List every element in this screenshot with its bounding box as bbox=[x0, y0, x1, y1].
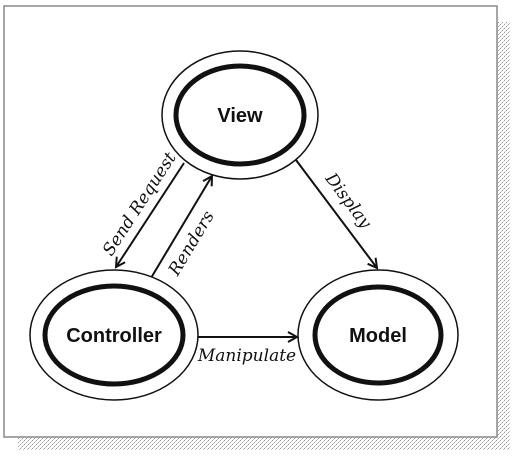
node-controller-inner-ring bbox=[42, 283, 186, 387]
node-view-inner-ring bbox=[173, 63, 307, 167]
node-controller: Controller bbox=[29, 269, 199, 401]
frame-shadow-bottom bbox=[18, 437, 510, 450]
node-model: Model bbox=[297, 269, 459, 401]
edge-renders bbox=[150, 176, 212, 279]
edge-send-request bbox=[116, 162, 185, 267]
node-view-label: View bbox=[217, 105, 263, 127]
node-model-label: Model bbox=[349, 325, 407, 347]
node-view: View bbox=[161, 50, 319, 180]
edge-display bbox=[295, 159, 377, 268]
node-controller-label: Controller bbox=[66, 325, 162, 347]
frame-shadow-right bbox=[497, 22, 510, 450]
edge-label-manipulate: Manipulate bbox=[197, 346, 296, 366]
node-model-inner-ring bbox=[312, 284, 444, 386]
edges bbox=[116, 159, 377, 337]
